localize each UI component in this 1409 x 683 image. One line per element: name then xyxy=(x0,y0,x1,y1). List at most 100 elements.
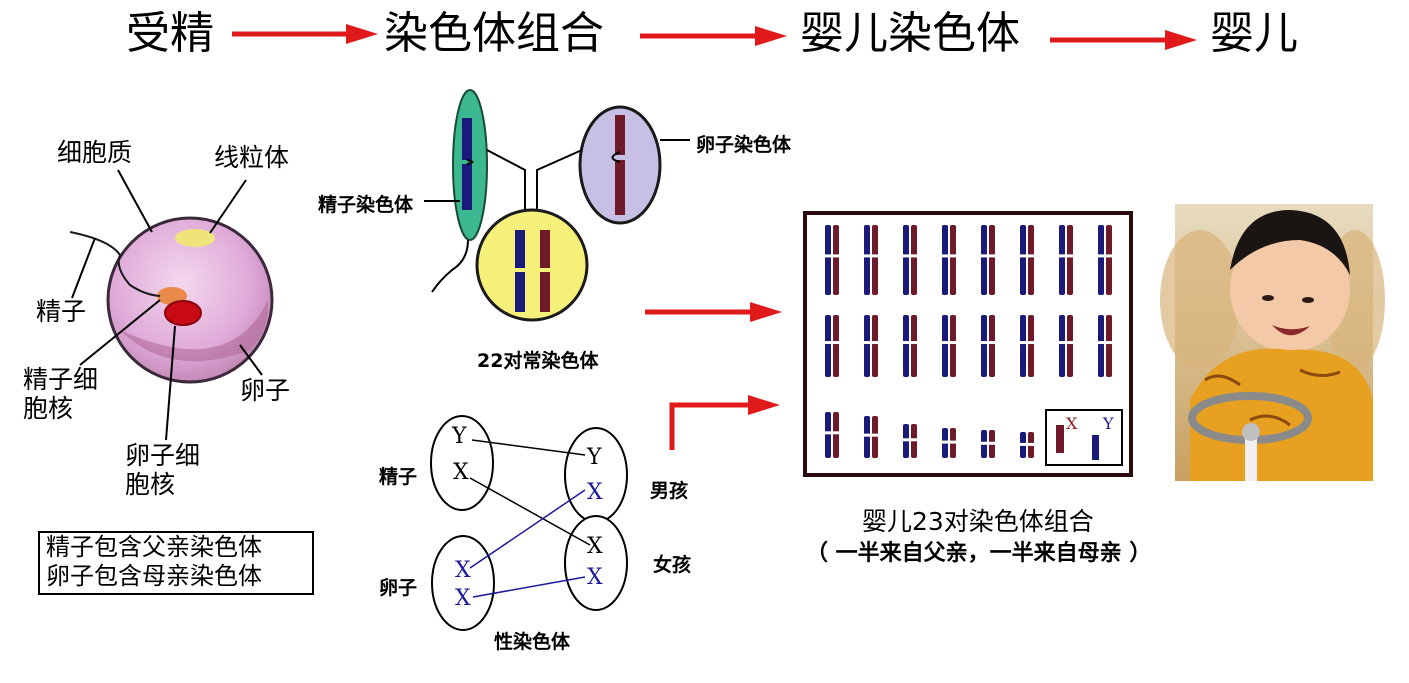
karyotype-centromere xyxy=(910,254,918,258)
girl-circle xyxy=(564,515,628,611)
karyotype-centromere xyxy=(949,254,957,258)
label-egg-nucleus-1: 卵子细 xyxy=(125,441,201,470)
label-autosomes: 22对常染色体 xyxy=(477,350,599,372)
label-sperm-nucleus-1: 精子细 xyxy=(23,365,99,394)
karyotype-chromosome xyxy=(864,225,870,295)
karyotype-caption-2: （ 一半来自父亲，一半来自母亲 ） xyxy=(806,541,1152,566)
karyotype-centromere xyxy=(902,254,910,258)
karyotype-centromere xyxy=(832,254,840,258)
girl-letter-x2: X xyxy=(587,565,603,590)
sex-chromosome-diagram xyxy=(430,415,628,631)
egg-letter-x1: X xyxy=(455,558,471,583)
karyotype-centromere xyxy=(988,341,996,345)
karyotype-chromosome xyxy=(903,315,909,377)
mitochondria-blob xyxy=(175,229,215,247)
karyotype-chromosome xyxy=(833,412,839,458)
karyotype-chromosome xyxy=(1098,315,1104,377)
label-sperm-chromosome: 精子染色体 xyxy=(318,194,414,216)
karyotype-y-letter: Y xyxy=(1103,414,1114,433)
karyotype-centromere xyxy=(1058,341,1066,345)
karyotype-chromosome xyxy=(1028,315,1034,377)
karyotype-centromere xyxy=(871,254,879,258)
karyotype-chromosome xyxy=(950,315,956,377)
karyotype-chromosome xyxy=(950,225,956,295)
karyotype-centromere xyxy=(863,254,871,258)
karyotype-centromere xyxy=(941,341,949,345)
karyotype-centromere xyxy=(824,431,832,435)
boy-letter-x: X xyxy=(587,480,603,505)
label-egg-nucleus-2: 胞核 xyxy=(125,470,176,499)
label-girl: 女孩 xyxy=(653,554,692,576)
karyotype-centromere xyxy=(1066,254,1074,258)
karyotype-centromere xyxy=(988,441,996,445)
flow-arrow-1 xyxy=(232,24,378,44)
arrow-autosomes-to-karyotype xyxy=(645,302,782,322)
karyotype-chromosome xyxy=(864,315,870,377)
karyotype-centromere xyxy=(949,341,957,345)
karyotype-chromosome xyxy=(1067,225,1073,295)
karyotype-centromere xyxy=(1019,254,1027,258)
karyotype-centromere xyxy=(832,341,840,345)
arrow-sex-to-karyotype xyxy=(669,395,780,450)
boy-circle xyxy=(564,427,628,523)
karyotype-centromere xyxy=(941,440,949,444)
flow-arrow-2 xyxy=(640,26,787,46)
flow-step-baby-chromosomes: 婴儿染色体 xyxy=(800,8,1020,59)
karyotype-centromere xyxy=(1027,341,1035,345)
karyotype-panel xyxy=(803,211,1133,477)
karyotype-centromere xyxy=(1097,341,1105,345)
karyotype-centromere xyxy=(980,441,988,445)
karyotype-chromosome xyxy=(989,315,995,377)
karyotype-chromosome xyxy=(1106,225,1112,295)
sperm-letter-x: X xyxy=(453,460,469,485)
sperm-circle xyxy=(430,415,494,511)
label-sex-caption: 性染色体 xyxy=(494,631,571,653)
karyotype-x-letter: X xyxy=(1066,414,1078,433)
karyotype-chromosome xyxy=(1020,315,1026,377)
karyotype-chromosome xyxy=(872,416,878,458)
karyotype-chromosome xyxy=(911,225,917,295)
karyotype-chromosome xyxy=(1106,315,1112,377)
karyotype-centromere xyxy=(1027,442,1035,446)
karyotype-centromere xyxy=(863,341,871,345)
ovum-illustration xyxy=(69,169,274,441)
karyotype-y-chromosome xyxy=(1092,435,1099,460)
karyotype-centromere xyxy=(980,254,988,258)
egg-circle xyxy=(431,535,495,631)
karyotype-centromere xyxy=(863,433,871,437)
karyotype-chromosome xyxy=(872,225,878,295)
karyotype-chromosome xyxy=(1059,225,1065,295)
karyotype-centromere xyxy=(824,341,832,345)
karyotype-centromere xyxy=(980,341,988,345)
karyotype-centromere xyxy=(871,433,879,437)
karyotype-centromere xyxy=(832,431,840,435)
karyotype-chromosome xyxy=(981,225,987,295)
karyotype-chromosome xyxy=(1059,315,1065,377)
egg-cell-illustration xyxy=(578,105,690,225)
note-line-1: 精子包含父亲染色体 xyxy=(46,533,262,561)
baby-photo xyxy=(1160,204,1385,481)
label-cytoplasm: 细胞质 xyxy=(57,138,133,167)
karyotype-chromosome xyxy=(1067,315,1073,377)
karyotype-centromere xyxy=(1027,254,1035,258)
karyotype-centromere xyxy=(1066,341,1074,345)
note-box: 精子包含父亲染色体 卵子包含母亲染色体 xyxy=(38,531,314,595)
karyotype-centromere xyxy=(949,440,957,444)
sex-chromosome-box xyxy=(1045,409,1123,466)
boy-letter-y: Y xyxy=(587,445,602,470)
egg-nucleus-blob xyxy=(164,300,202,326)
note-line-2: 卵子包含母亲染色体 xyxy=(46,562,262,590)
karyotype-chromosome xyxy=(825,412,831,458)
fusion-lines xyxy=(486,149,583,210)
karyotype-centromere xyxy=(871,341,879,345)
karyotype-centromere xyxy=(902,341,910,345)
label-sex-sperm: 精子 xyxy=(379,466,418,488)
sperm-cell-illustration xyxy=(424,89,488,293)
flow-step-baby: 婴儿 xyxy=(1210,8,1298,59)
karyotype-chromosome xyxy=(833,225,839,295)
karyotype-chromosome xyxy=(1028,225,1034,295)
karyotype-centromere xyxy=(1105,254,1113,258)
label-sex-egg: 卵子 xyxy=(379,577,418,599)
karyotype-chromosome xyxy=(833,315,839,377)
sperm-letter-y: Y xyxy=(452,424,467,449)
